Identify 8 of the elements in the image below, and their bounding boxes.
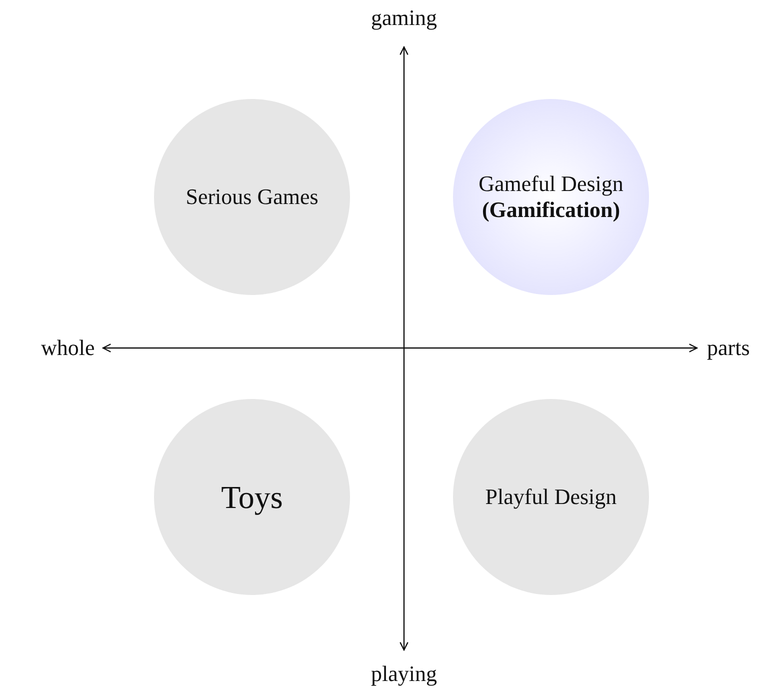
axis-label: parts	[707, 335, 750, 361]
node-text: Serious Games	[186, 184, 318, 210]
axis-label: gaming	[371, 5, 437, 31]
node-text: Playful Design	[485, 484, 617, 510]
axis-label: playing	[371, 661, 437, 687]
node-text: Gameful Design (Gamification)	[478, 171, 624, 223]
axis-label: whole	[41, 335, 95, 361]
node-text: Toys	[221, 478, 283, 516]
